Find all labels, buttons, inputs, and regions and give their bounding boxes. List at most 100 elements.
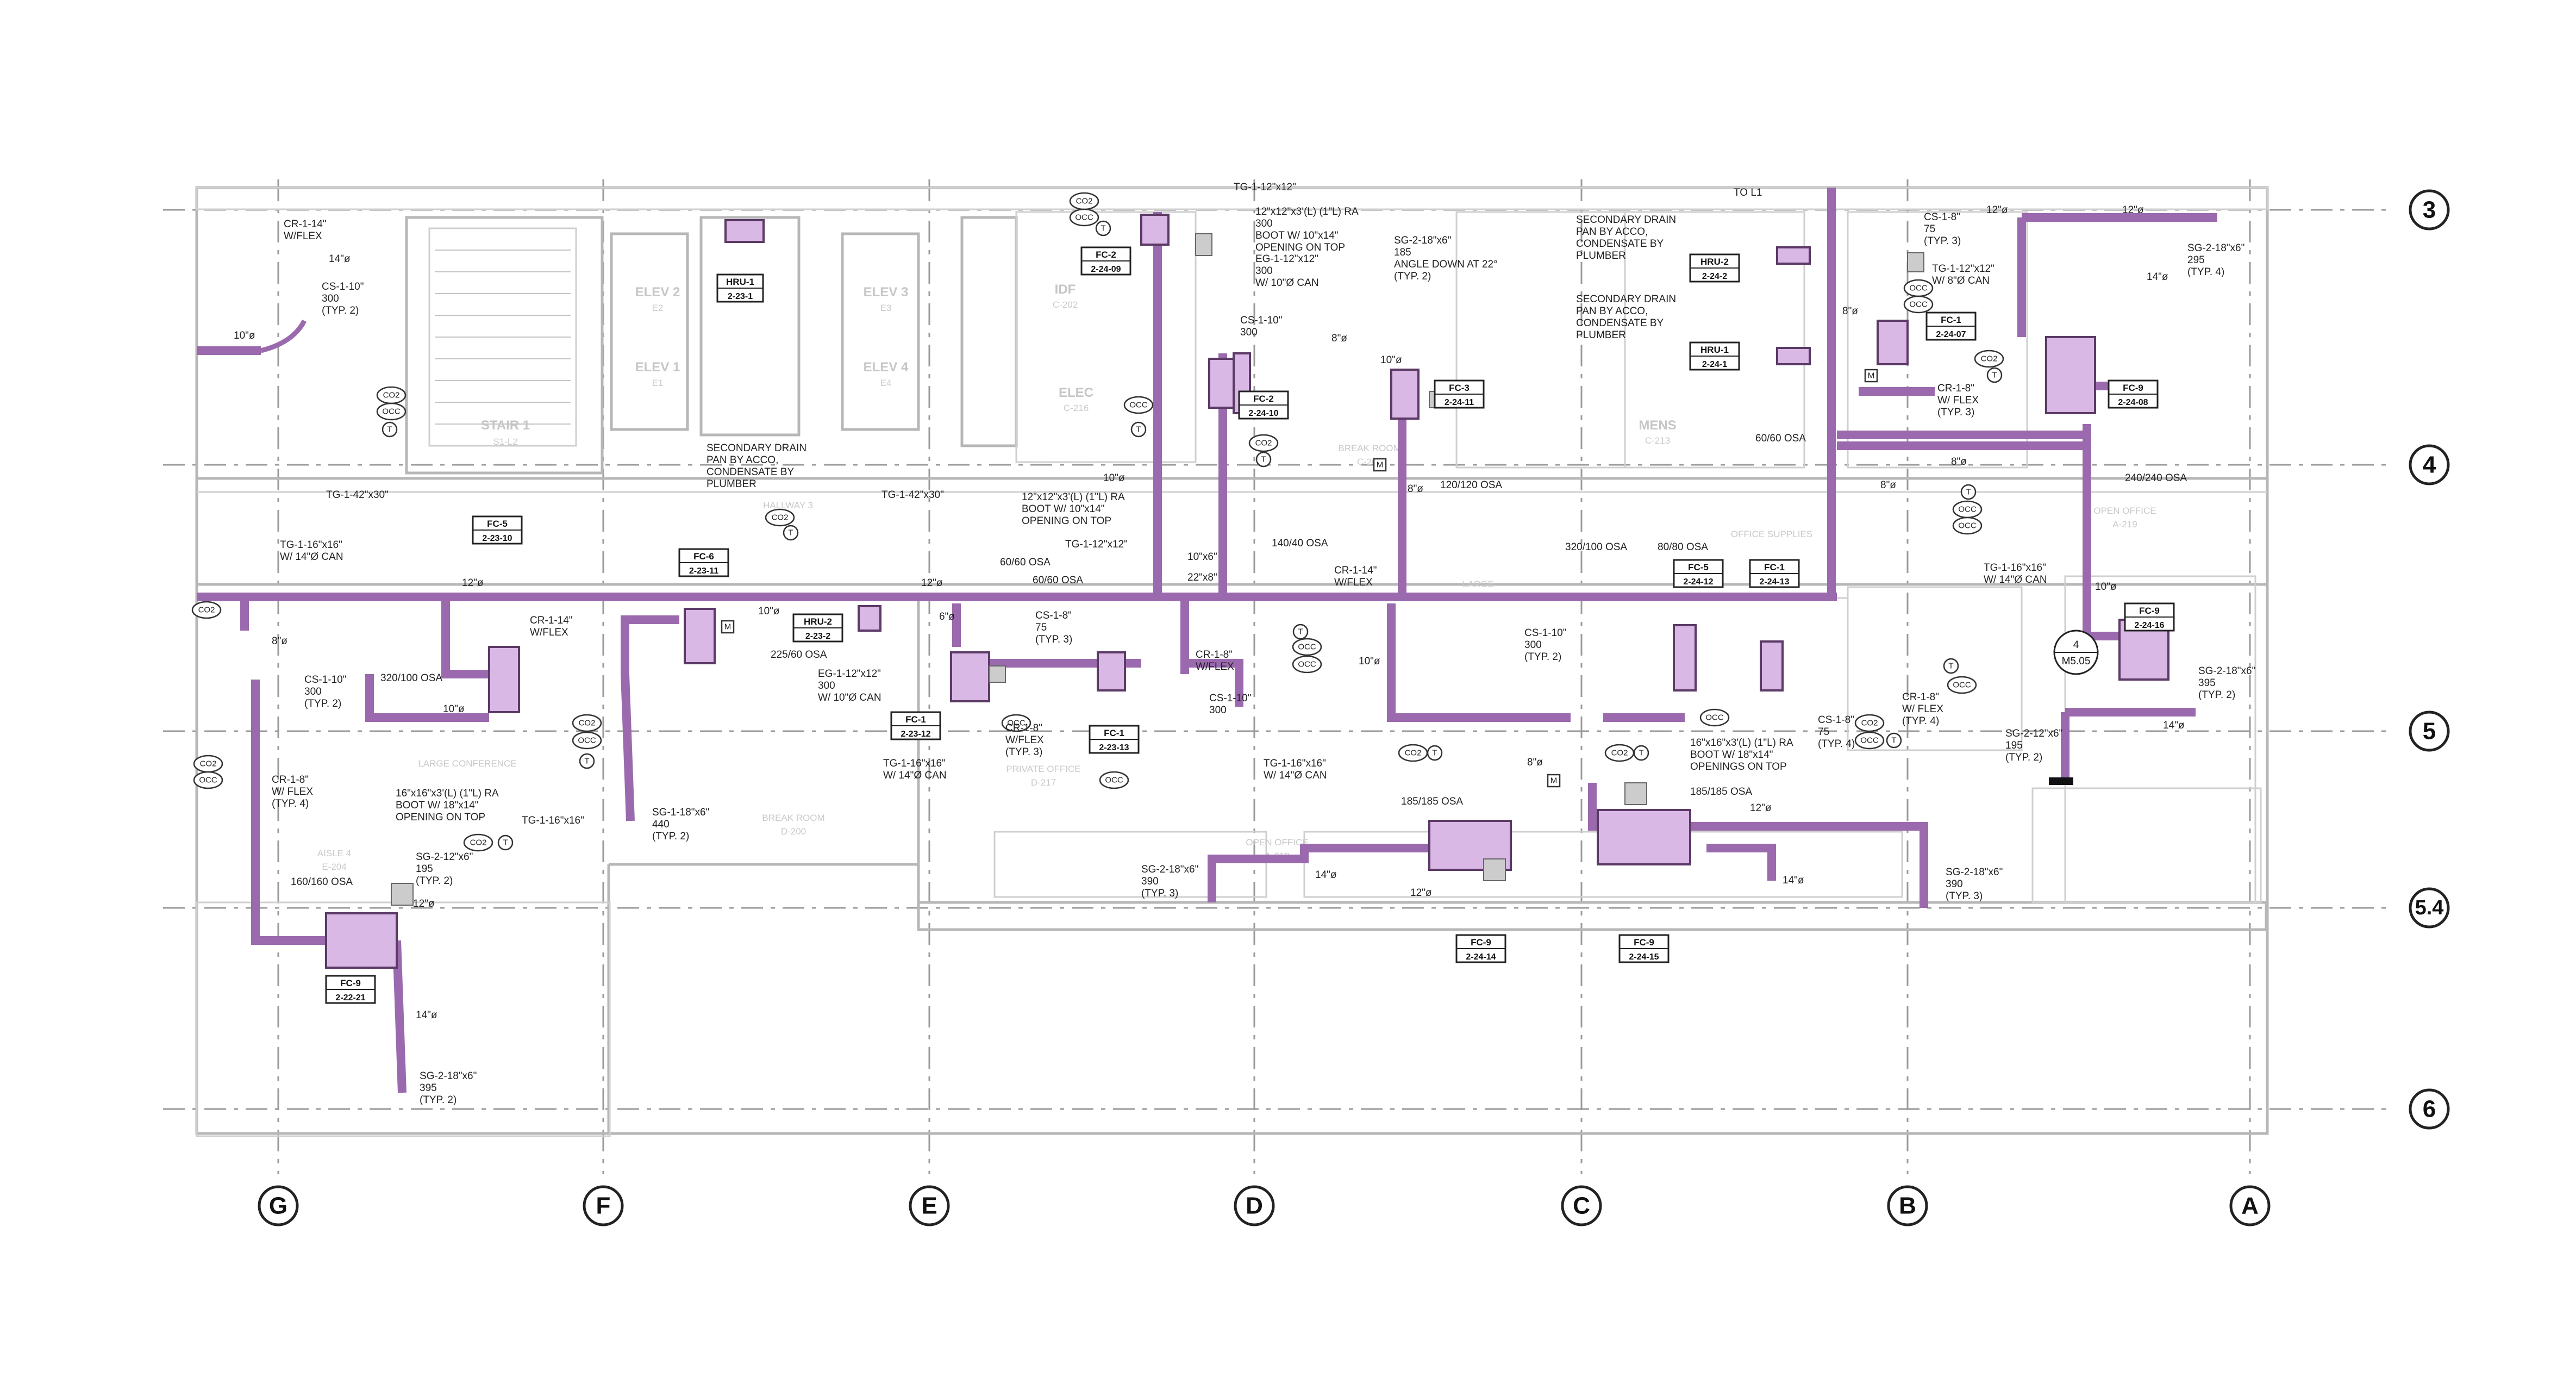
svg-text:T: T	[1136, 425, 1141, 434]
label-cs-1-8-b: CS-1-8"	[1924, 211, 1960, 223]
label-sg-2-18-a-typ: (TYP. 4)	[2187, 266, 2224, 278]
co2-sensor: CO2	[376, 386, 407, 404]
label-dia-10-b: 10"ø	[758, 606, 780, 617]
label-cr-1-8-b4-typ: (TYP. 4)	[1902, 715, 1939, 727]
label-dia-12-g: 12"ø	[1410, 887, 1432, 899]
grid-bubble-4: 4	[2409, 444, 2450, 485]
svg-text:3: 3	[2423, 197, 2436, 223]
svg-text:2-24-15: 2-24-15	[1629, 952, 1659, 962]
label-tg-1-16-d: TG-1-16"x16"	[1264, 758, 1326, 769]
label-cr-1-8-g: CR-1-8"	[272, 774, 309, 786]
svg-text:FC-1: FC-1	[1104, 728, 1124, 738]
svg-text:OCC: OCC	[1909, 284, 1928, 293]
label-sg-2-18-b-typ: (TYP. 3)	[1946, 890, 1983, 902]
room-open-office-a-number: A-219	[2112, 519, 2137, 529]
label-sg-2-18-a2-cfm: 395	[2198, 677, 2216, 689]
occupancy-sensor: OCC	[1947, 676, 1977, 694]
label-secondary-drain: SECONDARY DRAIN	[706, 443, 806, 454]
label-cs-1-8-b-cfm: 75	[1924, 223, 1935, 235]
svg-text:OCC: OCC	[1958, 521, 1977, 531]
tag-fc-5-2-24-12: FC-5 2-24-12	[1673, 559, 1724, 588]
occupancy-sensor: OCC	[1699, 708, 1730, 727]
label-dia-10-f: 10"ø	[1103, 472, 1125, 484]
room-open-office-a: OPEN OFFICE	[2093, 506, 2156, 516]
co2-sensor: CO2	[1854, 714, 1885, 732]
svg-text:B: B	[1899, 1193, 1916, 1219]
label-cs-1-8-c-cfm: 75	[1818, 726, 1829, 738]
label-osa-80: 80/80 OSA	[1658, 541, 1708, 553]
svg-text:OCC: OCC	[1298, 660, 1316, 669]
room-aisle4: AISLE 4	[317, 848, 351, 858]
detail-callout: 4 M5.05	[2049, 630, 2099, 785]
label-cr-1-14-d-flex: W/FLEX	[1334, 577, 1373, 588]
label-tg-1-16-e-can: W/ 14"Ø CAN	[883, 770, 947, 781]
occupancy-sensor: OCC	[1292, 655, 1322, 674]
detail-number: 4	[2073, 639, 2079, 651]
thermostat: T	[382, 421, 398, 438]
thermostat: T	[1633, 745, 1649, 761]
grid-bubble-f: F	[583, 1185, 624, 1226]
label-dia-10-c: 10"ø	[1359, 656, 1380, 667]
label-ra-boot-top: OPENING ON TOP	[1255, 242, 1345, 253]
grid-bubbles: G F E D C B A 3 4 5 5.4 6	[258, 189, 2450, 1226]
svg-text:CO2: CO2	[470, 838, 487, 848]
label-dia-10-a: 10"ø	[1380, 354, 1402, 366]
label-14-dia: 14"ø	[329, 253, 351, 265]
svg-text:FC-9: FC-9	[1471, 937, 1491, 948]
tag-hru-2-2-23-2: HRU-2 2-23-2	[792, 613, 843, 643]
svg-text:FC-3: FC-3	[1449, 383, 1470, 393]
svg-text:5.4: 5.4	[2415, 896, 2444, 919]
label-plumber: PLUMBER	[706, 478, 756, 490]
label-dia-10-e: 10"ø	[2095, 581, 2117, 593]
tag-fc-1-2-24-07: FC-1 2-24-07	[1925, 312, 1977, 341]
room-hallway3: HALLWAY 3	[763, 500, 813, 510]
label-osa-240: 240/240 OSA	[2125, 472, 2187, 484]
svg-text:2-23-11: 2-23-11	[689, 566, 718, 576]
co2-sensor: CO2	[193, 755, 223, 773]
svg-text:M: M	[1868, 371, 1875, 381]
room-break-room-c: BREAK ROOM	[1338, 443, 1400, 453]
svg-text:T: T	[503, 838, 508, 848]
label-cr-1-8-e-flex: W/FLEX	[1005, 734, 1044, 746]
label-dia-12-d: 12"ø	[2122, 204, 2144, 216]
co2-sensor: CO2	[572, 714, 602, 732]
room-office-supplies: OFFICE SUPPLIES	[1731, 529, 1812, 539]
tag-fc-1-2-24-13: FC-1 2-24-13	[1749, 559, 1800, 588]
label-ra-boot: 12"x12"x3'(L) (1"L) RA	[1255, 206, 1359, 217]
label-dia-8-f: 8"ø	[1951, 456, 1967, 468]
sensors: CO2 OCC T CO2 OCC T OCC T CO2 T CO2 T T …	[191, 192, 2004, 852]
label-sg-2-18-a2-typ: (TYP. 2)	[2198, 689, 2235, 701]
svg-text:2-24-10: 2-24-10	[1248, 409, 1278, 418]
svg-text:T: T	[387, 425, 392, 434]
svg-text:CO2: CO2	[1255, 439, 1272, 448]
equipment-tags: HRU-1 2-23-1 FC-2 2-24-09 FC-2 2-24-10 F…	[325, 246, 2175, 1004]
room-large-conference-g: LARGE CONFERENCE	[418, 758, 516, 769]
grid-bubble-a: A	[2229, 1185, 2271, 1226]
svg-text:F: F	[596, 1193, 611, 1219]
label-sg-2-18-a2: SG-2-18"x6"	[2198, 665, 2255, 677]
svg-text:CO2: CO2	[198, 606, 215, 615]
svg-text:CO2: CO2	[1611, 749, 1628, 758]
label-cs-1-8-b-typ: (TYP. 3)	[1924, 235, 1961, 247]
room-elev4: ELEV 4	[864, 360, 909, 375]
label-sg-2-12-g-cfm: 195	[416, 863, 433, 875]
label-osa-320-g: 320/100 OSA	[380, 672, 442, 684]
room-elec: ELEC	[1059, 385, 1093, 400]
svg-text:FC-9: FC-9	[2123, 383, 2143, 393]
svg-text:OCC: OCC	[1298, 643, 1316, 652]
label-tg-1-16-g: TG-1-16"x16"	[280, 539, 342, 551]
label-tg-1-16-g-can: W/ 14"Ø CAN	[280, 551, 343, 563]
label-cs-1-8-c-typ: (TYP. 4)	[1818, 738, 1855, 750]
svg-text:T: T	[1261, 455, 1266, 464]
label-dia-6: 6"ø	[939, 611, 955, 622]
svg-text:2-24-1: 2-24-1	[1702, 360, 1727, 369]
label-cs-1-10-g-lower-cfm: 300	[304, 686, 322, 697]
label-cr-1-14: CR-1-14"	[284, 219, 327, 230]
svg-text:2-23-10: 2-23-10	[482, 534, 512, 543]
thermostat: T	[783, 525, 799, 541]
svg-text:OCC: OCC	[1105, 776, 1123, 785]
svg-text:M: M	[724, 622, 731, 632]
label-tg-1-12-b: TG-1-12"x12"	[1932, 263, 1994, 275]
